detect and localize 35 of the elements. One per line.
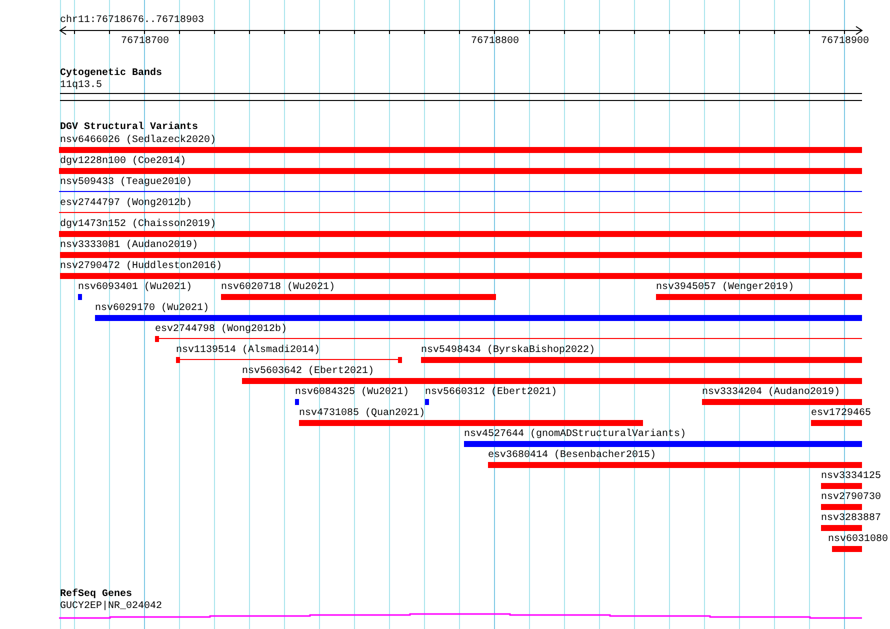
variant-label: nsv4731085 (Quan2021) <box>299 408 426 419</box>
variant-label: nsv4527644 (gnomADStructuralVariants) <box>464 429 686 440</box>
variant-label: dgv1473n152 (Chaisson2019) <box>60 219 216 230</box>
track-title: DGV Structural Variants <box>60 122 198 133</box>
variant-label: nsv3945057 (Wenger2019) <box>656 282 794 293</box>
variant-label: nsv6466026 (Sedlazeck2020) <box>60 135 216 146</box>
coordinate-range: chr11:76718676..76718903 <box>60 15 204 26</box>
variant-label: nsv5660312 (Ebert2021) <box>425 387 558 398</box>
variant-label: nsv1139514 (Alsmadi2014) <box>176 345 320 356</box>
variant-label: nsv6020718 (Wu2021) <box>221 282 336 293</box>
track-title: Cytogenetic Bands <box>60 68 162 79</box>
variant-label: nsv3334204 (Audano2019) <box>702 387 840 398</box>
variant-label: nsv6093401 (Wu2021) <box>78 282 192 293</box>
variant-label: nsv6084325 (Wu2021) <box>295 387 410 398</box>
variant-label: esv3680414 (Besenbacher2015) <box>488 450 656 461</box>
variant-label: nsv2790472 (Huddleston2016) <box>60 261 222 272</box>
variant-label: dgv1228n100 (Coe2014) <box>60 156 186 167</box>
variant-label: nsv6031080 <box>828 534 888 545</box>
variant-label: esv2744797 (Wong2012b) <box>60 198 192 209</box>
variant-label: esv1729465 <box>811 408 872 419</box>
variant-label: nsv509433 (Teague2010) <box>60 177 192 188</box>
variant-label: nsv2790730 <box>821 492 882 503</box>
variant-label: esv2744798 (Wong2012b) <box>155 324 288 335</box>
tick-label: 76718900 <box>821 36 869 47</box>
tick-label: 76718700 <box>121 36 169 47</box>
variant-label: nsv3333081 (Audano2019) <box>60 240 198 251</box>
variant-label: nsv5603642 (Ebert2021) <box>242 366 374 377</box>
tick-label: 76718800 <box>471 36 519 47</box>
band-label: 11q13.5 <box>60 80 102 91</box>
variant-label: nsv3283887 <box>821 513 882 524</box>
variant-label: nsv6029170 (Wu2021) <box>95 303 210 314</box>
variant-label: nsv5498434 (ByrskaBishop2022) <box>421 345 596 356</box>
variant-label: nsv3334125 <box>821 471 882 482</box>
gene-label: GUCY2EP|NR_024042 <box>60 601 162 612</box>
track-title: RefSeq Genes <box>60 589 132 600</box>
